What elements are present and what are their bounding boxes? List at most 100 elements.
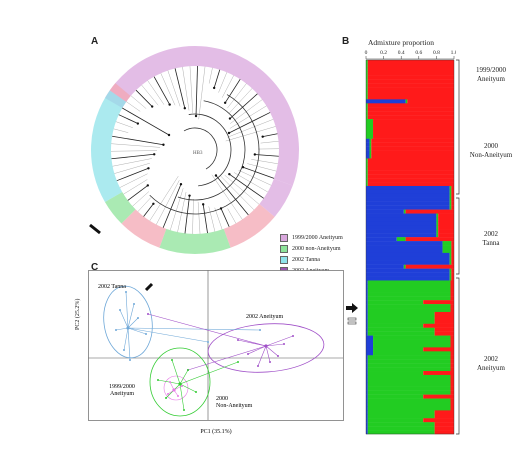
pca-plot: 2002 Tanna 2002 Aneityum 1999/2000 Aneit… — [88, 270, 344, 435]
admixture-bar-segment — [366, 130, 374, 135]
admixture-bar-segment — [450, 382, 454, 387]
admixture-bar-segment — [369, 150, 372, 155]
admixture-bar-segment — [367, 422, 435, 427]
admixture-bar-segment — [366, 319, 368, 324]
panel-c-label: C — [91, 262, 99, 273]
admixture-bar-segment — [367, 284, 451, 289]
tree-tip-markers — [136, 86, 264, 210]
pca-x-axis-label: PC1 (35.1%) — [200, 428, 231, 435]
admixture-bar-segment — [366, 339, 374, 344]
admixture-bar-segment — [369, 154, 372, 159]
admixture-bar-segment — [366, 166, 368, 171]
clade-sector — [104, 192, 136, 224]
tree-pointer-arrow — [89, 223, 101, 235]
admixture-bar-segment — [366, 260, 450, 265]
admixture-bar-segment — [371, 154, 454, 159]
admixture-bar-segment — [449, 189, 452, 195]
admixture-bar-segment — [367, 79, 454, 84]
admixture-bar-segment — [367, 394, 424, 399]
admixture-bar-segment — [366, 410, 368, 415]
admixture-bar-segment — [450, 378, 454, 384]
legend-swatch — [280, 234, 288, 242]
admixture-bar-segment — [367, 426, 435, 431]
admixture-bar-segment — [366, 371, 368, 376]
admixture-bar-segment — [438, 233, 454, 238]
admixture-bar-segment — [366, 95, 368, 100]
tree-root-label: HB3 — [193, 151, 203, 156]
admixture-bar-segment — [371, 138, 454, 143]
admixture-bar-segment — [366, 292, 368, 297]
admixture-bar-segment — [367, 374, 451, 380]
pca-label-1999-aneityum-line1: 1999/2000 — [109, 384, 135, 390]
admixture-bar-segment — [436, 221, 439, 226]
admixture-bar-segment — [366, 406, 368, 411]
admixture-bar-segment — [366, 245, 443, 250]
admixture-bar-segment — [367, 292, 451, 297]
admixture-bar-segment — [366, 107, 368, 112]
admixture-bar-segment — [366, 67, 368, 73]
admixture-bar-segment — [451, 201, 454, 206]
admixture-bar-segment — [367, 406, 451, 411]
admixture-bar-segment — [366, 193, 450, 198]
admixture-bar-segment — [367, 308, 451, 313]
admixture-bar-segment — [373, 347, 424, 352]
admixture-bar-segment — [366, 75, 368, 80]
admixture-bar-segment — [366, 79, 368, 84]
tree-legend: 1999/2000 Aneityum 2000 non-Aneityum 200… — [280, 234, 343, 275]
admixture-bar-segment — [366, 233, 437, 238]
pca-y-axis-label: PC2 (25.2%) — [75, 298, 81, 330]
admixture-bar-segment — [367, 87, 454, 92]
admixture-bar-segment — [371, 142, 454, 147]
admixture-bar-segment — [423, 394, 454, 399]
admixture-bar-segment — [451, 260, 454, 265]
admixture-bar-segment — [366, 126, 374, 132]
admixture-bar-segment — [405, 264, 454, 269]
admixture-bar-segment — [451, 241, 454, 246]
admixture-bar-segment — [367, 355, 451, 360]
admixture-bar-segment — [442, 241, 452, 246]
admixture-bar-segment — [366, 402, 368, 407]
admixture-bar-segment — [367, 300, 424, 305]
admixture-bar-segment — [373, 339, 451, 344]
clade-sector — [223, 203, 275, 248]
admixture-bar-segment — [366, 343, 374, 348]
admixture-bar-segment — [367, 162, 454, 167]
admixture-bar-segment — [450, 284, 454, 289]
admixture-bar-segment — [450, 343, 454, 348]
admixture-bar-segment — [449, 272, 452, 277]
admixture-bar-segment — [367, 103, 454, 108]
admixture-bar-segment — [366, 170, 368, 175]
legend-label: 2002 Tanna — [292, 257, 320, 263]
admixture-bar-segment — [367, 402, 451, 407]
legend-item: 2002 Tanna — [280, 256, 343, 264]
admixture-bar-segment — [367, 107, 454, 112]
admixture-bar-segment — [366, 63, 368, 69]
admixture-bars — [365, 59, 455, 435]
admixture-bar-segment — [450, 398, 454, 403]
admixture-bar-segment — [367, 75, 454, 80]
admixture-bar-segment — [366, 229, 437, 234]
admixture-bar-segment — [434, 410, 454, 415]
tree-branches — [111, 66, 279, 234]
admixture-bar-segment — [450, 359, 454, 364]
admixture-bar-segment — [366, 87, 368, 92]
admixture-bar-segment — [423, 418, 454, 423]
admixture-bar-segment — [366, 248, 443, 254]
admixture-bar-segment — [367, 178, 454, 183]
admixture-bar-segment — [366, 91, 368, 96]
legend-item: 1999/2000 Aneityum — [280, 234, 343, 242]
clade-sector — [104, 45, 300, 186]
admixture-bar-segment — [434, 426, 454, 431]
admixture-bar-segment — [451, 197, 454, 202]
admixture-bar-segment — [366, 374, 368, 380]
ellipse-2002-tanna — [103, 285, 153, 359]
admixture-bar-segment — [450, 402, 454, 407]
admixture-bar-segment — [373, 122, 454, 128]
admixture-bar-segment — [367, 63, 454, 69]
admixture-bar-segment — [366, 237, 397, 242]
admixture-bar-segment — [366, 394, 368, 399]
admixture-bar-segment — [366, 378, 368, 384]
admixture-bar-segment — [366, 103, 368, 108]
